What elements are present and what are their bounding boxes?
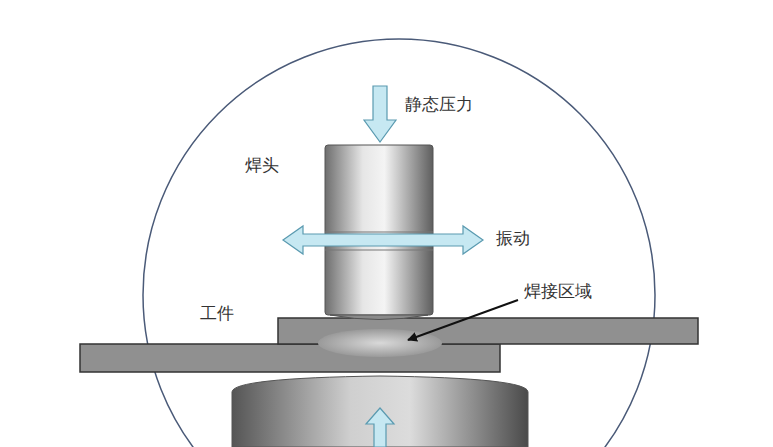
leader-line [408,300,518,340]
horn-band [325,232,433,233]
zone-label: 焊接区域 [524,281,592,301]
horn-band [325,250,433,251]
part-label: 焊头 [245,155,279,175]
vibration-arrow [283,226,483,254]
anvil [232,376,528,447]
support-force-arrow [366,408,394,447]
horn-tip [330,315,428,320]
part-label: 工件 [200,303,234,323]
pressure-arrow [364,86,396,142]
force-label: 静态压力 [405,94,473,114]
motion-label: 振动 [496,228,530,248]
horn [325,145,433,315]
detail-circle [143,39,655,447]
weld-zone [318,329,442,357]
